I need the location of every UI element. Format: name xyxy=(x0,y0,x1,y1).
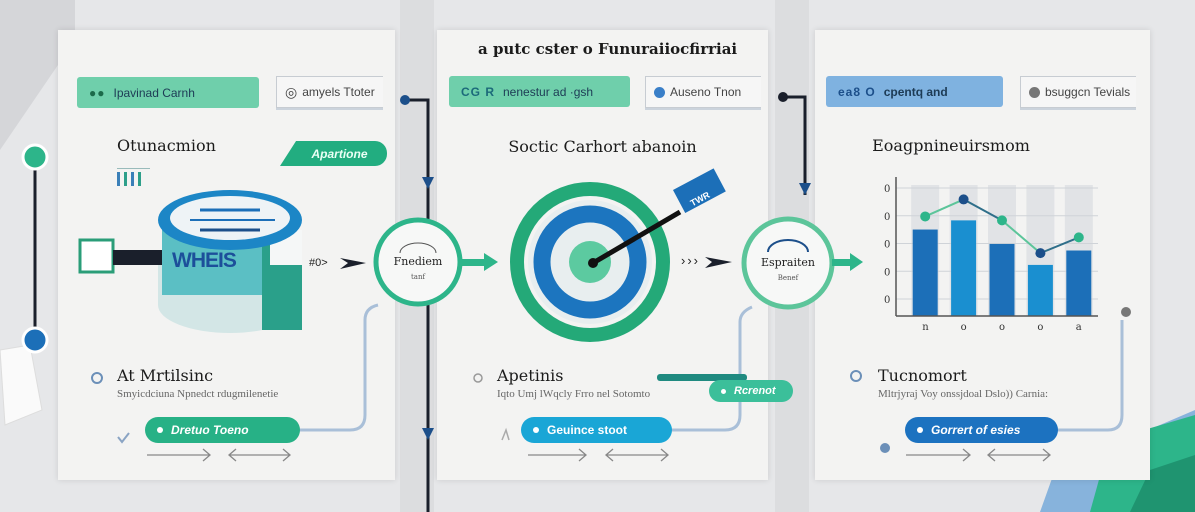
node-sub-2: Benef xyxy=(777,274,799,282)
step-desc-2: Iqto Umj lWqcly Frro nel Sotomto xyxy=(497,388,651,400)
check-icon xyxy=(117,432,130,444)
node-title-1: Fnediem xyxy=(393,255,443,268)
line-segment xyxy=(1001,219,1042,254)
tag-button[interactable]: Rcrenot xyxy=(709,380,793,402)
y-tick-label: 0 xyxy=(884,212,890,223)
database-cylinder-icon xyxy=(158,190,302,333)
line-point xyxy=(1035,248,1046,259)
bar xyxy=(912,229,938,316)
button-label: Rcrenot xyxy=(734,385,776,397)
header-pill-3[interactable]: ea8 O cpentq and xyxy=(826,76,1003,107)
button-label: Gorrert of esies xyxy=(931,423,1021,437)
arrow-down-icon xyxy=(799,183,811,195)
arrow-right-icon xyxy=(850,253,863,271)
section-title-3: Eoagpnineuirsmom xyxy=(872,136,1030,155)
header-pill-2[interactable]: CG R nenestur ad ·gsh xyxy=(449,76,630,107)
timeline-node-green xyxy=(21,143,49,171)
section-title-2: Soctic Carhort abanoin xyxy=(508,137,697,156)
side-tab-1[interactable]: ◎ amyels Ttoter xyxy=(276,76,383,108)
line-segment xyxy=(963,198,1003,222)
y-tick-label: 0 xyxy=(884,184,890,195)
side-tab-label: amyels Ttoter xyxy=(302,85,375,99)
line-point xyxy=(920,211,931,222)
header-label: nenestur ad ·gsh xyxy=(503,84,594,99)
x-tick-label: n xyxy=(922,322,929,333)
line-point xyxy=(997,215,1007,226)
section-title-1: Otunacmion xyxy=(117,136,216,155)
pin-icon xyxy=(1121,307,1131,317)
bar xyxy=(951,220,977,316)
node-sub-1: tanf xyxy=(410,273,426,281)
bar xyxy=(989,243,1015,316)
step-title-2: Apetinis xyxy=(497,366,564,385)
arrow-down-icon xyxy=(422,177,434,189)
pen-icon xyxy=(501,427,510,441)
info-icon: ◎ xyxy=(285,83,298,100)
side-tab-label: bsuggcn Tevials xyxy=(1045,85,1131,99)
bar xyxy=(1027,264,1053,316)
line-segment xyxy=(1040,236,1080,255)
step-title-3: Tucnomort xyxy=(878,366,967,385)
button-label: Geuince stoot xyxy=(547,423,628,437)
arrow-right-icon xyxy=(705,257,732,268)
arrow-down-icon xyxy=(422,428,434,440)
header-icons: CG R xyxy=(461,84,495,99)
line-point xyxy=(958,194,969,205)
header-pill-1[interactable]: ●● Ipavinad Carnh xyxy=(77,77,259,108)
eye-icon xyxy=(880,443,890,453)
header-icons: ea8 O xyxy=(838,84,876,99)
x-tick-label: a xyxy=(1076,322,1082,333)
y-tick-label: 0 xyxy=(884,240,890,251)
timeline-node-blue xyxy=(21,326,49,354)
header-icons: ●● xyxy=(89,85,106,100)
target-small-icon xyxy=(91,372,103,384)
bar xyxy=(1066,250,1092,316)
header-label: Ipavinad Carnh xyxy=(113,85,195,100)
step-title-1: At Mrtilsinc xyxy=(117,366,214,385)
x-tick-label: o xyxy=(1037,322,1043,333)
line-segment xyxy=(924,198,965,218)
refresh-icon xyxy=(473,373,483,383)
side-tab-label: Auseno Tnon xyxy=(670,85,742,99)
flow-line-2 xyxy=(783,95,807,195)
action-button-2[interactable]: Geuince stoot xyxy=(521,417,672,443)
target-icon xyxy=(510,168,726,342)
info-icon xyxy=(654,86,665,98)
y-tick-label: 0 xyxy=(884,295,890,306)
header-label: cpentq and xyxy=(883,84,948,99)
step-desc-1: Smyicdciuna Npnedct rdugmilenetie xyxy=(117,388,279,400)
flow-label-2: ››› xyxy=(681,253,700,268)
target-small-icon xyxy=(850,370,862,382)
action-button-1[interactable]: Dretuo Toeno xyxy=(145,417,300,443)
x-tick-label: o xyxy=(999,322,1005,333)
arrow-lines xyxy=(147,448,1051,462)
cylinder-label: WHEIS xyxy=(172,249,237,272)
arrow-right-icon xyxy=(340,258,366,269)
line-point xyxy=(1073,232,1084,243)
x-tick-label: o xyxy=(961,322,967,333)
flow-label-1: #0> xyxy=(309,257,328,269)
arrow-right-icon xyxy=(484,253,498,271)
side-tab-3[interactable]: bsuggcn Tevials xyxy=(1020,76,1136,108)
y-tick-label: 0 xyxy=(884,267,890,278)
node-title-2: Espraiten xyxy=(760,256,816,269)
side-tab-2[interactable]: Auseno Tnon xyxy=(645,76,761,108)
main-title: a putc cster o Funuraiiocfirriai xyxy=(478,40,738,58)
bars-icon xyxy=(117,168,150,186)
info-icon xyxy=(1029,86,1040,98)
badge: Apartione xyxy=(280,141,387,166)
step-desc-3: Mltrjyraj Voy onssjdoal Dslo)) Carnia: xyxy=(878,388,1049,400)
flow-line-1 xyxy=(405,98,430,512)
action-button-3[interactable]: Gorrert of esies xyxy=(905,417,1058,443)
button-label: Dretuo Toeno xyxy=(171,423,249,437)
